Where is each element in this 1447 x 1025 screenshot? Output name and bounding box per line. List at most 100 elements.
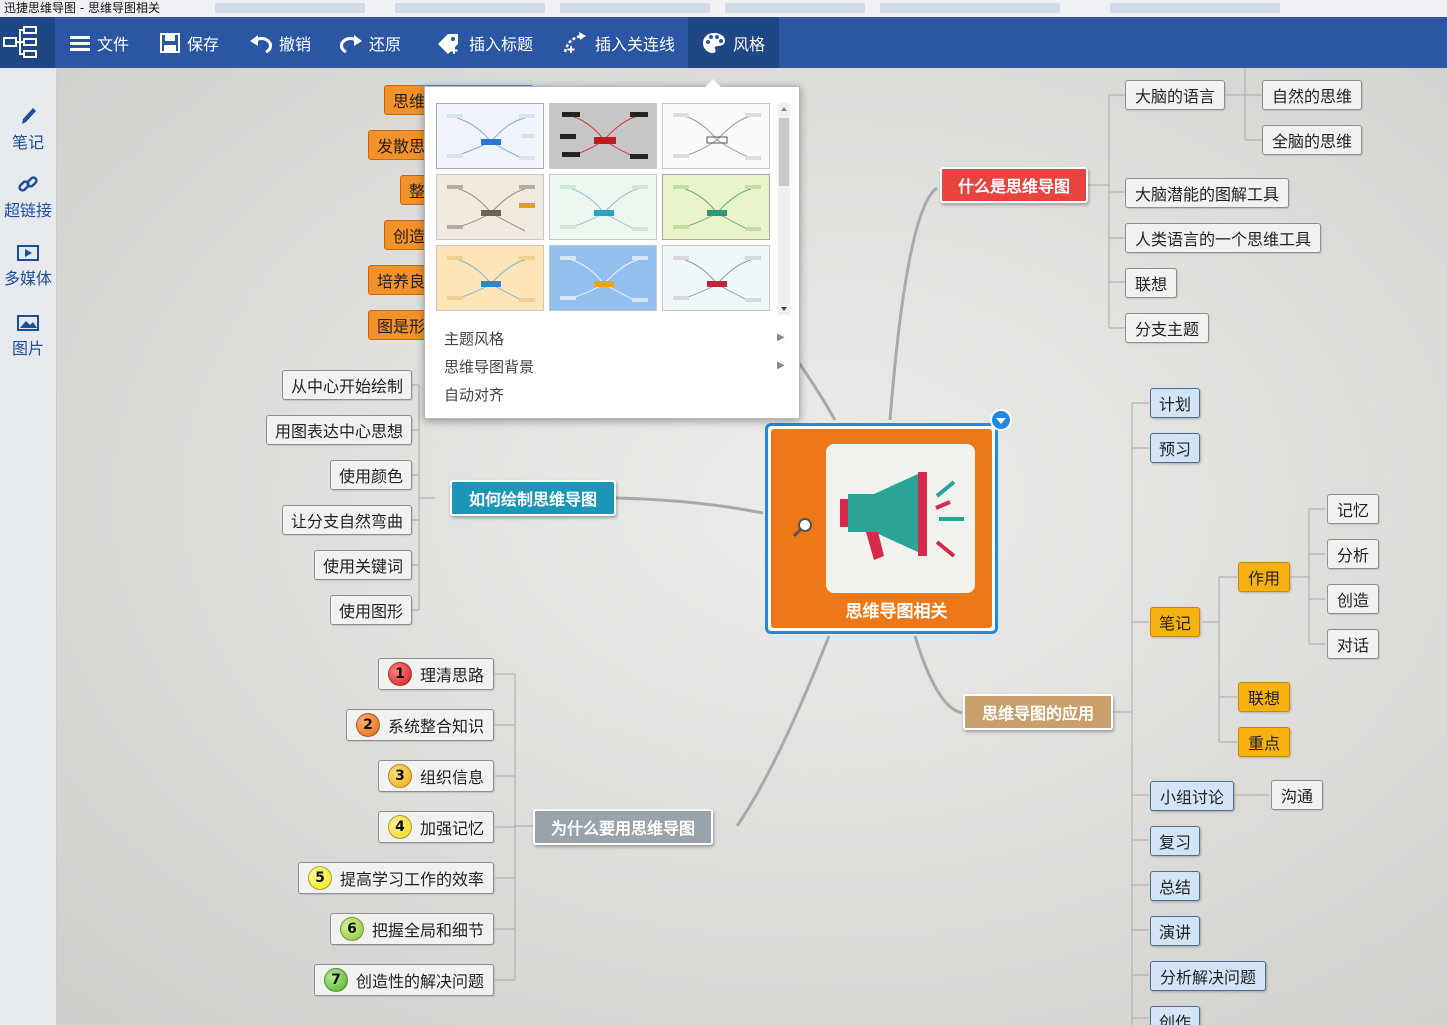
- save-button[interactable]: 保存: [160, 17, 219, 68]
- topic-node[interactable]: 分支主题: [1125, 313, 1209, 343]
- film-icon: [17, 245, 39, 261]
- background-tab: [725, 3, 865, 13]
- topic-node[interactable]: 沟通: [1271, 780, 1323, 810]
- menu-icon: [70, 35, 90, 51]
- topic-node[interactable]: 演讲: [1150, 916, 1200, 946]
- topic-node[interactable]: 重点: [1238, 727, 1290, 757]
- theme-thumbnail[interactable]: [662, 174, 770, 240]
- topic-node[interactable]: 自然的思维: [1262, 80, 1362, 110]
- undo-button[interactable]: 撤销: [250, 17, 311, 68]
- theme-thumbnail[interactable]: [436, 174, 544, 240]
- number-badge-icon: 6: [339, 917, 364, 941]
- main-toolbar: 文件 保存 撤销 还原 插入标题 插入关连线 风格: [0, 17, 1447, 68]
- pen-icon: [22, 108, 36, 124]
- media-label: 多媒体: [3, 269, 52, 288]
- undo-label: 撤销: [279, 34, 312, 54]
- branch-why-use[interactable]: 为什么要用思维导图: [533, 809, 713, 845]
- topic-node[interactable]: 复习: [1150, 826, 1200, 856]
- menu-map-background[interactable]: 思维导图背景: [444, 358, 535, 376]
- topic-node[interactable]: 人类语言的一个思维工具: [1125, 223, 1321, 253]
- central-topic[interactable]: 思维导图相关: [765, 423, 998, 634]
- topic-node[interactable]: 记忆: [1327, 494, 1379, 524]
- topic-node[interactable]: 用图表达中心思想: [266, 415, 412, 445]
- topic-node[interactable]: 预习: [1150, 433, 1200, 463]
- file-button[interactable]: 文件: [70, 17, 129, 68]
- redo-button[interactable]: 还原: [340, 17, 401, 68]
- topic-node[interactable]: 使用关键词: [314, 550, 412, 580]
- thumbnail-scrollbar[interactable]: [778, 103, 790, 315]
- topic-node[interactable]: 大脑潜能的图解工具: [1125, 178, 1289, 208]
- menu-auto-align[interactable]: 自动对齐: [444, 386, 505, 404]
- scrollbar-thumb[interactable]: [779, 118, 789, 186]
- hyperlink-button[interactable]: 超链接: [0, 174, 56, 221]
- branch-application[interactable]: 思维导图的应用: [963, 694, 1113, 730]
- topic-node[interactable]: 小组讨论: [1150, 781, 1234, 811]
- theme-thumbnail[interactable]: [662, 245, 770, 311]
- topic-node[interactable]: 使用颜色: [330, 460, 412, 490]
- scroll-up-icon[interactable]: [778, 103, 790, 115]
- topic-node[interactable]: 分析解决问题: [1150, 961, 1266, 991]
- theme-thumbnail[interactable]: [549, 103, 657, 169]
- insert-relation-button[interactable]: 插入关连线: [562, 17, 675, 68]
- topic-node[interactable]: 创造: [1327, 584, 1379, 614]
- central-topic-label: 思维导图相关: [845, 602, 948, 622]
- megaphone-icon: [826, 444, 975, 593]
- note-button[interactable]: 笔记: [0, 106, 56, 153]
- theme-thumbnail[interactable]: [662, 103, 770, 169]
- theme-thumbnail[interactable]: [436, 103, 544, 169]
- background-tab: [560, 3, 710, 13]
- background-tab: [1110, 3, 1280, 13]
- topic-node[interactable]: 从中心开始绘制: [282, 370, 412, 400]
- magnifier-icon[interactable]: [792, 516, 814, 538]
- topic-node[interactable]: 分析: [1327, 539, 1379, 569]
- topic-node[interactable]: 让分支自然弯曲: [282, 505, 412, 535]
- mindmap-logo-icon: [3, 26, 37, 58]
- topic-node[interactable]: 大脑的语言: [1125, 80, 1225, 110]
- insert-topic-button[interactable]: 插入标题: [436, 17, 533, 68]
- topic-node[interactable]: 使用图形: [330, 595, 412, 625]
- theme-thumbnail[interactable]: [549, 245, 657, 311]
- number-badge-icon: 2: [355, 713, 380, 737]
- topic-node[interactable]: 对话: [1327, 629, 1379, 659]
- theme-thumbnail[interactable]: [549, 174, 657, 240]
- number-badge-icon: 4: [387, 815, 412, 839]
- style-button[interactable]: 风格: [688, 17, 779, 68]
- app-logo[interactable]: [0, 17, 55, 68]
- left-sidebar: 笔记 超链接 多媒体 图片: [0, 68, 57, 1025]
- topic-node[interactable]: 创作: [1150, 1006, 1200, 1025]
- media-button[interactable]: 多媒体: [0, 244, 56, 289]
- background-tab: [395, 3, 545, 13]
- menu-theme-style[interactable]: 主题风格: [444, 330, 505, 348]
- topic-node[interactable]: 总结: [1150, 871, 1200, 901]
- topic-node[interactable]: 计划: [1150, 388, 1200, 418]
- popup-caret: [705, 79, 721, 87]
- branch-how-to-draw[interactable]: 如何绘制思维导图: [450, 480, 616, 516]
- connector-lines: [412, 68, 1325, 1025]
- image-button[interactable]: 图片: [0, 314, 56, 359]
- topic-node[interactable]: 全脑的思维: [1262, 125, 1362, 155]
- topic-node[interactable]: 联想: [1238, 682, 1290, 712]
- collapse-toggle-icon[interactable]: [990, 409, 1012, 431]
- topic-node[interactable]: 联想: [1125, 268, 1177, 298]
- note-label: 笔记: [11, 133, 44, 152]
- scroll-down-icon[interactable]: [778, 303, 790, 315]
- palette-icon: [703, 32, 725, 53]
- background-tab: [215, 3, 365, 13]
- insert-topic-label: 插入标题: [469, 34, 534, 54]
- submenu-arrow-icon: ▶: [777, 332, 785, 343]
- theme-thumbnail[interactable]: [436, 245, 544, 311]
- background-tab: [880, 3, 1060, 13]
- link-icon: [18, 176, 38, 192]
- topic-node[interactable]: 笔记: [1150, 607, 1200, 637]
- insert-relation-label: 插入关连线: [595, 34, 676, 54]
- branch-what-is[interactable]: 什么是思维导图: [940, 167, 1088, 203]
- image-label: 图片: [11, 339, 44, 358]
- topic-node[interactable]: 作用: [1238, 562, 1290, 592]
